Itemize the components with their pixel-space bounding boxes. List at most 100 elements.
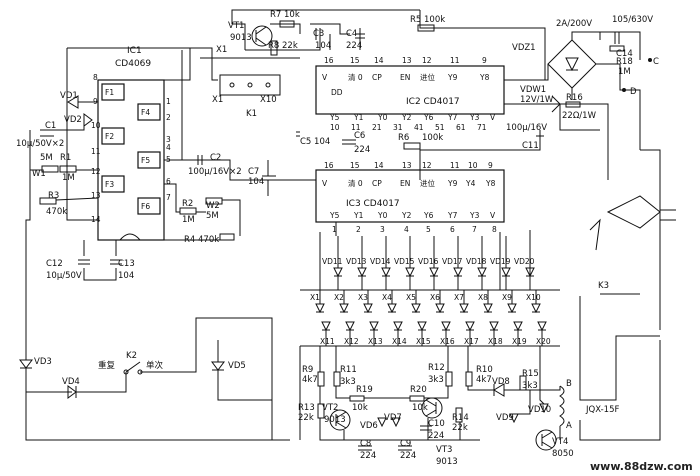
- bridge-label: 2A/200V: [556, 19, 592, 29]
- r3-resistor: R3 470k: [39, 191, 67, 217]
- c13-label: C13: [118, 259, 135, 269]
- r2-label: R2: [182, 199, 193, 209]
- c1-label: C1: [45, 121, 56, 131]
- r12-value: 3k3: [428, 375, 444, 385]
- c13-capacitor: C13 104: [110, 259, 135, 281]
- vd3-diode: VD3: [19, 357, 52, 369]
- c6-value: 224: [354, 145, 370, 155]
- w1-label: W1: [32, 169, 46, 179]
- c4-label: C4: [346, 29, 357, 39]
- svg-text:6: 6: [166, 177, 171, 186]
- r14-label: R14: [452, 413, 469, 423]
- vd5-diode: VD5: [211, 361, 246, 371]
- vd10-label: VD10: [528, 405, 551, 415]
- svg-text:3: 3: [166, 135, 171, 144]
- r5-label: R5 100k: [410, 15, 445, 25]
- w1-potentiometer: 5M W1: [32, 153, 59, 179]
- k2-switch[interactable]: K2 重复 单次: [98, 351, 164, 375]
- r10-value: 4k7: [476, 375, 492, 385]
- ic3-bottom-pin: 1: [332, 225, 337, 234]
- right-bottom-wiring: [518, 296, 661, 441]
- ic3-top-label: Y8: [485, 179, 496, 188]
- led-matrix: X1X11X2X12X3X13X4X14X5X15X6X16X7X17X8X18…: [310, 290, 551, 346]
- ic3-top-pin: 14: [374, 161, 384, 170]
- c2-capacitor: C2 100μ/16V×2: [188, 153, 242, 177]
- vd-row-diode: VD13: [346, 236, 367, 290]
- c6-label: C6: [354, 131, 365, 141]
- c14-label: C14: [616, 49, 633, 59]
- ic3-part: IC3 CD4017: [346, 199, 400, 209]
- vd-row-label: VD20: [514, 257, 535, 266]
- node-a-label: A: [566, 421, 572, 431]
- vd-row-diode: VD11: [322, 236, 343, 290]
- ic3-top-pin: 12: [422, 161, 432, 170]
- r18-value: 1M: [618, 67, 631, 77]
- ic2-top-label: 进位: [420, 72, 435, 82]
- ic3-bottom-label: Y5: [329, 211, 340, 220]
- ic3-body: [315, 169, 505, 223]
- svg-text:13: 13: [91, 191, 101, 200]
- k3-label: K3: [598, 281, 609, 291]
- r2-resistor: R2 1M: [179, 199, 197, 225]
- r8-label: R8 22k: [268, 41, 298, 51]
- vd-row-diode: VD16: [418, 236, 439, 290]
- c14-value: 105/630V: [612, 15, 653, 25]
- ic3-top-label: EN: [400, 179, 410, 188]
- vt1-part: 9013: [230, 33, 252, 43]
- svg-text:10: 10: [91, 121, 101, 130]
- vd-row-diode: VD15: [394, 236, 415, 290]
- ic3-bottom-pin: 7: [472, 225, 477, 234]
- r5-resistor: R5 100k: [410, 15, 445, 32]
- vd9-diode: VD9: [496, 413, 519, 424]
- ic2-top-pin: 12: [422, 56, 432, 65]
- c7-value: 104: [248, 177, 264, 187]
- ic2-bottom-label: Y5: [329, 113, 340, 122]
- gate-f3: F3: [101, 175, 125, 193]
- gate-label: F5: [141, 156, 150, 165]
- vdw1-zener: VDW1 12V/1W: [520, 85, 561, 113]
- led-top-label: X9: [502, 293, 512, 302]
- c8-value: 224: [360, 451, 376, 461]
- ic2-top-label: V: [322, 73, 328, 82]
- ic2-vdd-sub: DD: [331, 88, 343, 97]
- ic3-bottom-label: Y2: [401, 211, 412, 220]
- ic3-top-pin: 15: [350, 161, 360, 170]
- r3-label: R3: [48, 191, 59, 201]
- vt2-transistor: VT2 9013: [322, 403, 351, 431]
- r2-value: 1M: [182, 215, 195, 225]
- vd1-label: VD1: [60, 91, 78, 101]
- vd3-label: VD3: [34, 357, 52, 367]
- svg-text:11: 11: [91, 147, 101, 156]
- ic3-bottom-pin: 3: [380, 225, 385, 234]
- ground-rail: [83, 240, 117, 281]
- ic3-top-label: V: [322, 179, 328, 188]
- k3-relay-contact[interactable]: K3: [598, 281, 640, 295]
- r20-value: 10k: [412, 403, 428, 413]
- gate-f2: F2: [101, 127, 125, 145]
- ic3-top-label: 清 0: [348, 178, 363, 188]
- ic2-bottom-pin: 10: [330, 123, 340, 132]
- led-top-label: X4: [382, 293, 392, 302]
- r19-label: R19: [356, 385, 373, 395]
- gate-f6: F6: [137, 197, 161, 215]
- ic2-top-label: Y9: [447, 73, 458, 82]
- vd-row-diode: VD20: [514, 236, 535, 290]
- ic3-top-label: 进位: [420, 178, 435, 188]
- k2-repeat-label: 重复: [98, 360, 116, 371]
- w2-value: 5M: [206, 211, 219, 221]
- bottom-left-wiring: [25, 317, 290, 441]
- gate-label: F4: [141, 108, 150, 117]
- c14-capacitor: 105/630V C14: [612, 15, 653, 59]
- ic2-top-label: CP: [372, 73, 382, 82]
- vdw1-value: 12V/1W: [520, 95, 554, 105]
- r3-value: 470k: [46, 207, 67, 217]
- vd-row-label: VD14: [370, 257, 391, 266]
- k1-switch[interactable]: X1 X1 X10 K1: [212, 45, 281, 119]
